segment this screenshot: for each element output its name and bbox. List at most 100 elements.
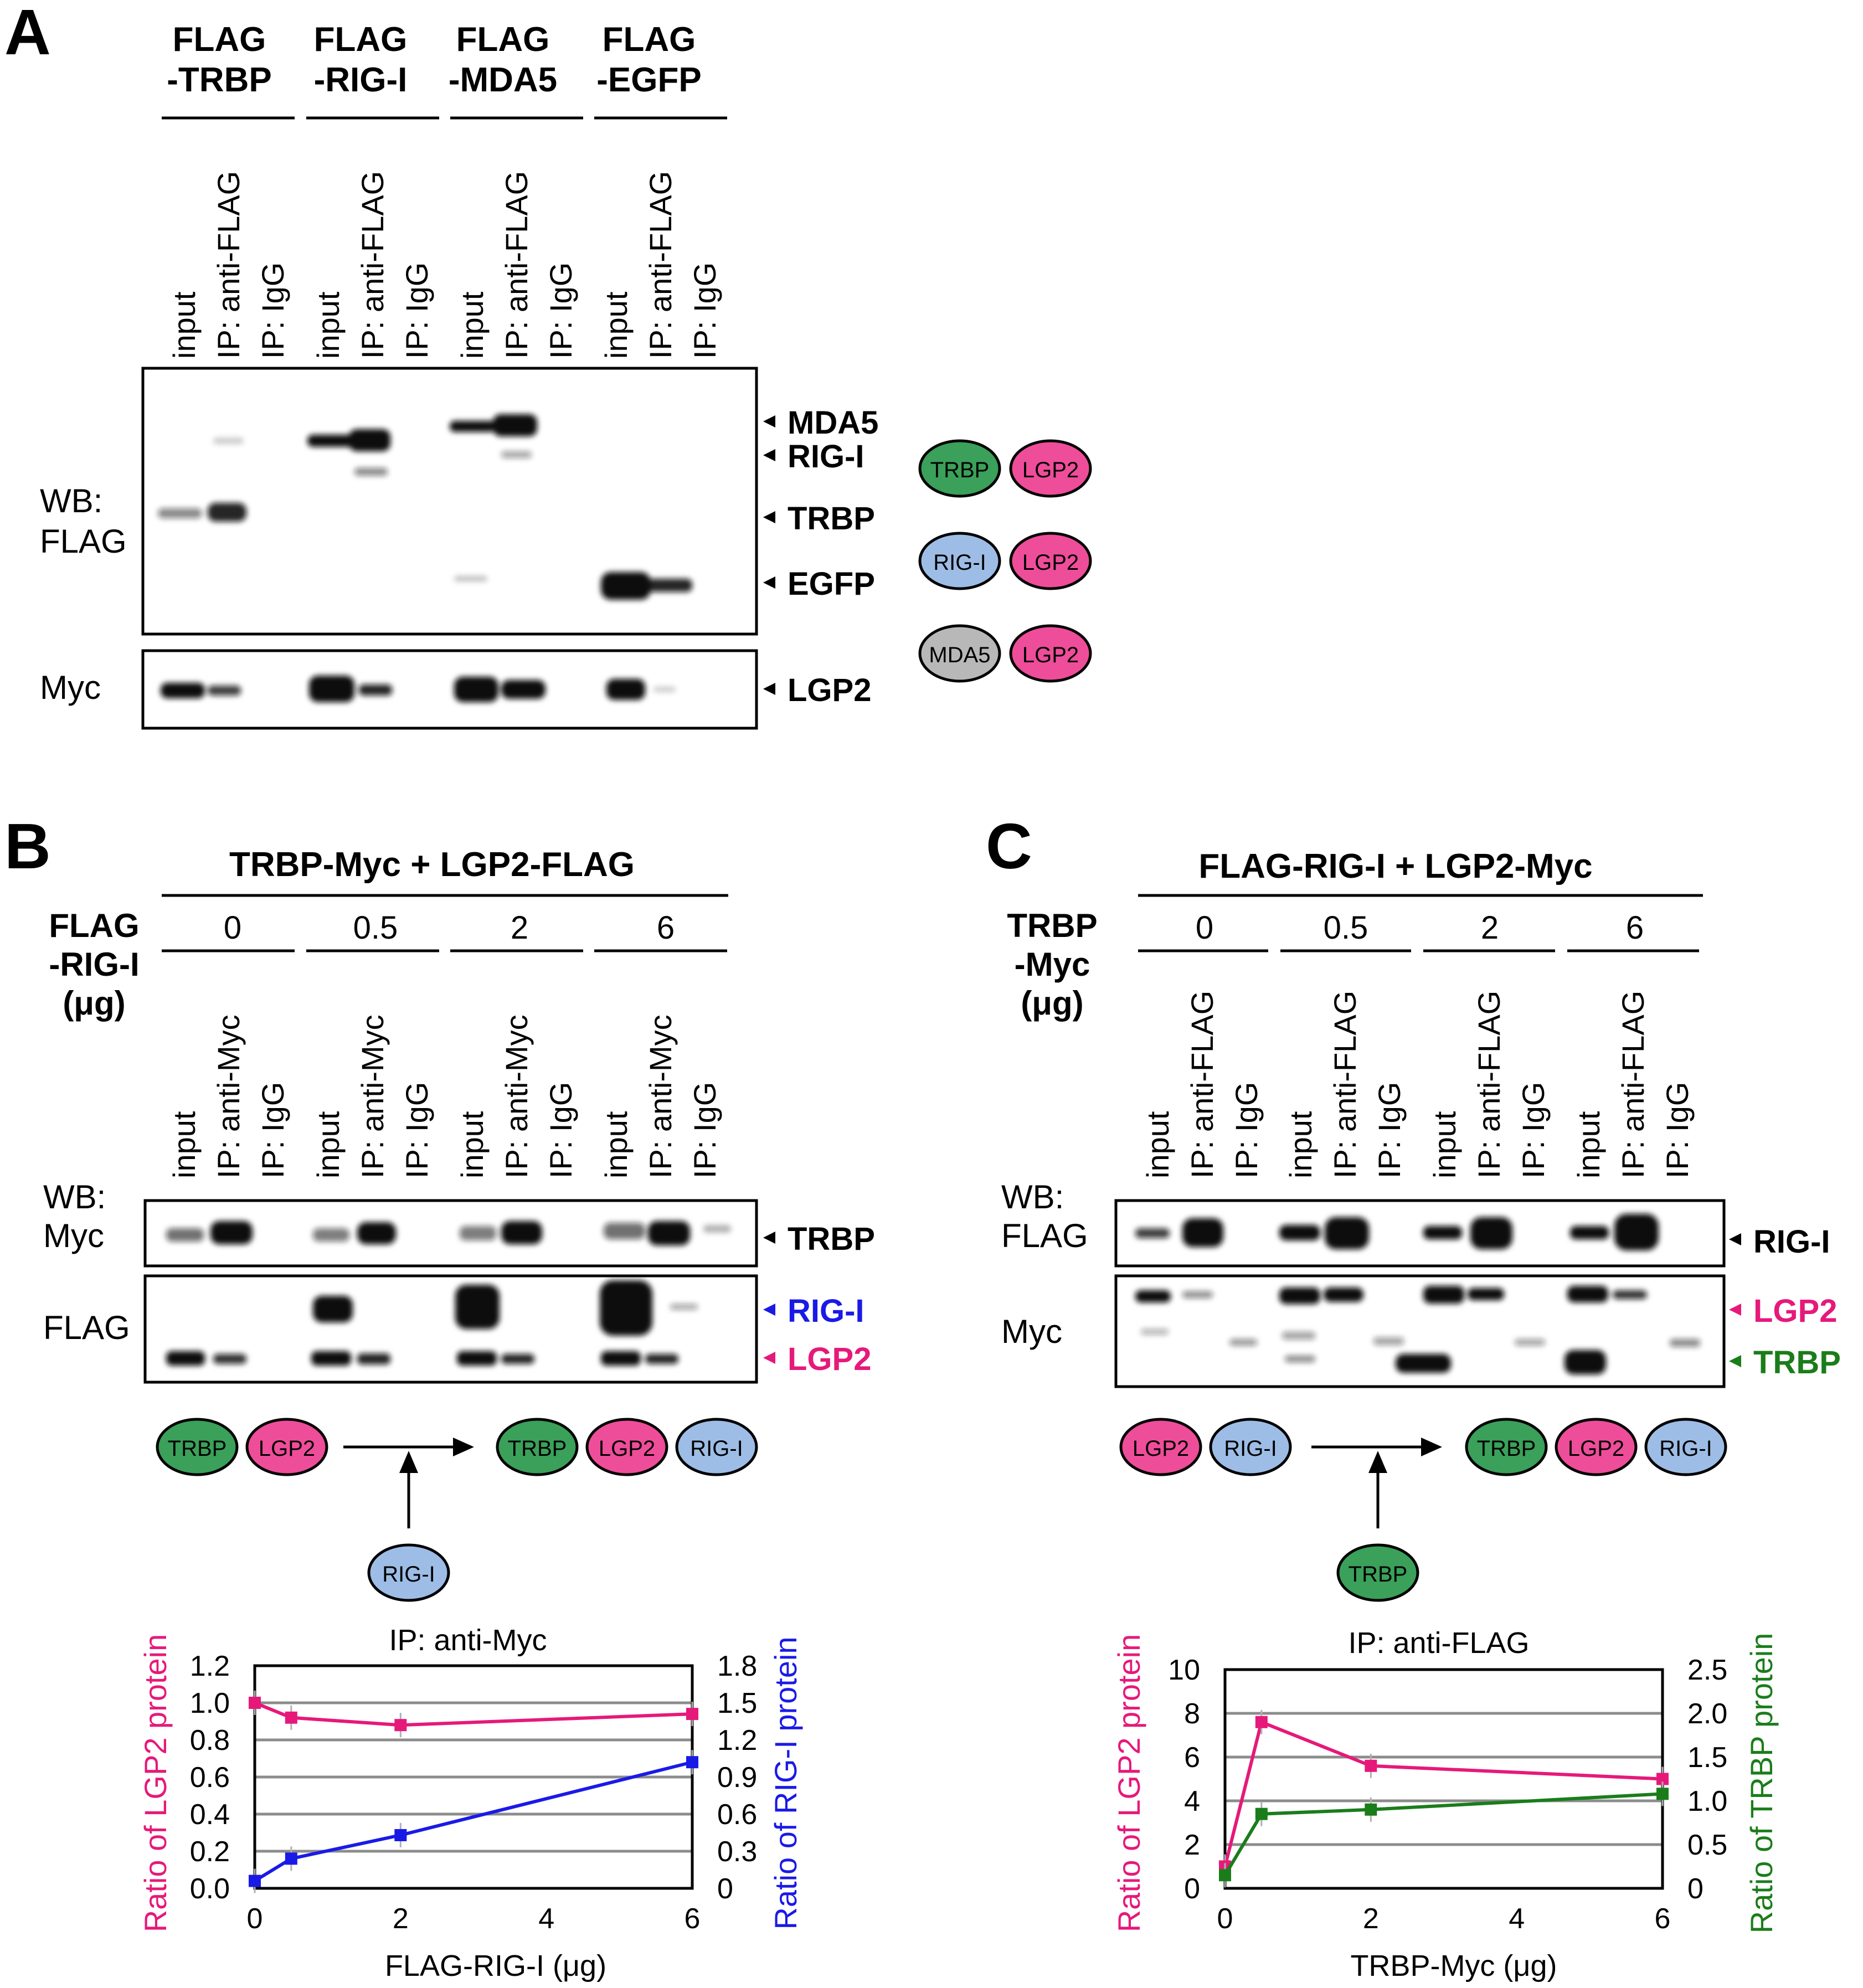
y-axis-label-right: Ratio of RIG-I protein bbox=[768, 1636, 803, 1929]
series-line bbox=[254, 1760, 693, 1883]
complex-trbp-lgp2: TRBP LGP2 bbox=[918, 439, 1092, 498]
lane-label: input bbox=[311, 291, 346, 359]
lane-label: IP: IgG bbox=[1516, 1082, 1551, 1178]
group-label: FLAG bbox=[173, 20, 266, 59]
scheme-label: LGP2 bbox=[1133, 1436, 1189, 1461]
wb-label: FLAG bbox=[1001, 1217, 1088, 1254]
complex-mda5-lgp2: MDA5 LGP2 bbox=[918, 624, 1092, 683]
group-label: FLAG bbox=[456, 20, 550, 59]
panel-b-lane-labels: input IP: anti-Myc IP: IgG input IP: ant… bbox=[167, 1014, 722, 1178]
complex-label: RIG-I bbox=[933, 550, 986, 575]
y-tick-label: 1.2 bbox=[190, 1650, 230, 1682]
scheme-label: RIG-I bbox=[1224, 1436, 1277, 1461]
panel-b-scheme: TRBP LGP2 RIG-I TRBP LGP2 RIG-I bbox=[156, 1418, 758, 1602]
data-point bbox=[686, 1708, 698, 1721]
lane-label: IP: anti-FLAG bbox=[1185, 991, 1219, 1178]
wb-label: WB: bbox=[1001, 1178, 1064, 1216]
scheme-label: TRBP bbox=[1477, 1436, 1536, 1461]
y2-tick-label: 1.5 bbox=[1687, 1742, 1727, 1774]
lane-label: input bbox=[455, 291, 490, 359]
panel-c-letter: C bbox=[986, 810, 1032, 882]
lane-label: IP: anti-FLAG bbox=[1615, 991, 1650, 1178]
scheme-label: TRBP bbox=[1349, 1562, 1408, 1587]
y2-tick-label: 2.5 bbox=[1687, 1654, 1727, 1686]
x-axis-label: FLAG-RIG-I (μg) bbox=[385, 1949, 606, 1982]
condition-label: -RIG-I bbox=[49, 946, 139, 983]
scheme-label: RIG-I bbox=[690, 1436, 743, 1461]
data-point bbox=[285, 1711, 297, 1724]
y-tick-label: 0.0 bbox=[190, 1873, 230, 1905]
lane-label: IP: IgG bbox=[399, 1082, 434, 1178]
lane-label: IP: anti-Myc bbox=[643, 1014, 678, 1178]
y-axis-label-left: Ratio of LGP2 protein bbox=[1111, 1634, 1146, 1933]
series-line bbox=[1223, 1792, 1663, 1876]
scheme-label: RIG-I bbox=[382, 1562, 435, 1587]
group-label: FLAG bbox=[603, 20, 696, 59]
lane-label: input bbox=[455, 1111, 490, 1178]
lane-label: input bbox=[311, 1111, 346, 1178]
panel-c-scheme: LGP2 RIG-I TRBP TRBP LGP2 RIG-I bbox=[1119, 1418, 1727, 1602]
panel-c-markers: RIG-I LGP2 TRBP bbox=[1729, 1224, 1841, 1381]
panel-b-letter: B bbox=[4, 810, 51, 882]
panel-a-lane-labels: input IP: anti-FLAG IP: IgG input IP: an… bbox=[167, 171, 722, 359]
panel-c: C FLAG-RIG-I + LGP2-Myc TRBP -Myc (μg) 0… bbox=[986, 810, 1841, 1982]
complex-rigi-lgp2: RIG-I LGP2 bbox=[918, 532, 1092, 590]
data-point bbox=[249, 1874, 261, 1887]
panel-c-header: FLAG-RIG-I + LGP2-Myc bbox=[1198, 847, 1592, 885]
condition-label: FLAG bbox=[49, 907, 139, 944]
data-point bbox=[394, 1719, 407, 1732]
marker-label: LGP2 bbox=[1753, 1293, 1838, 1329]
y-tick-label: 0.4 bbox=[190, 1799, 230, 1831]
complex-label: TRBP bbox=[930, 458, 990, 482]
complex-label: LGP2 bbox=[1022, 550, 1079, 575]
y-tick-label: 2 bbox=[1184, 1829, 1200, 1861]
marker-label: LGP2 bbox=[788, 1341, 872, 1377]
lane-label: IP: IgG bbox=[543, 1082, 578, 1178]
blot-c-myc bbox=[1114, 1274, 1726, 1388]
dose-label: 0 bbox=[1196, 910, 1213, 946]
y-tick-label: 10 bbox=[1168, 1654, 1200, 1686]
dose-label: 0 bbox=[224, 910, 241, 946]
marker-label: TRBP bbox=[788, 501, 875, 537]
marker-label: RIG-I bbox=[1753, 1224, 1830, 1260]
marker-label: TRBP bbox=[1753, 1345, 1841, 1381]
series-line bbox=[254, 1701, 693, 1727]
group-label: FLAG bbox=[314, 20, 408, 59]
y2-tick-label: 0.9 bbox=[717, 1762, 757, 1794]
condition-label: TRBP bbox=[1007, 907, 1097, 944]
y-tick-label: 4 bbox=[1184, 1785, 1200, 1817]
y-tick-label: 6 bbox=[1184, 1742, 1200, 1774]
panel-a-letter: A bbox=[4, 0, 51, 68]
dose-label: 2 bbox=[1481, 910, 1499, 946]
panel-b: B TRBP-Myc + LGP2-FLAG FLAG -RIG-I (μg) … bbox=[4, 810, 875, 1982]
lane-label: input bbox=[167, 1111, 202, 1178]
lane-label: IP: anti-FLAG bbox=[355, 171, 390, 359]
data-point bbox=[686, 1756, 698, 1769]
complex-label: LGP2 bbox=[1022, 458, 1079, 482]
lane-label: input bbox=[167, 291, 202, 359]
data-point bbox=[1365, 1803, 1377, 1816]
x-tick-label: 6 bbox=[1655, 1903, 1671, 1935]
panel-a-markers: MDA5 RIG-I TRBP EGFP LGP2 bbox=[763, 405, 878, 708]
group-label: -MDA5 bbox=[449, 61, 557, 99]
data-point bbox=[285, 1852, 297, 1865]
lane-label: IP: anti-FLAG bbox=[643, 171, 678, 359]
lane-label: IP: anti-FLAG bbox=[499, 171, 534, 359]
x-tick-label: 2 bbox=[1363, 1903, 1379, 1935]
chart-c: IP: anti-FLAG Ratio of LGP2 protein Rati… bbox=[1111, 1626, 1779, 1982]
data-point bbox=[1656, 1788, 1669, 1800]
lane-label: IP: IgG bbox=[255, 262, 290, 359]
scheme-label: TRBP bbox=[508, 1436, 567, 1461]
lane-label: input bbox=[599, 1111, 634, 1178]
blot-c-flag bbox=[1114, 1199, 1726, 1268]
panel-a: A FLAG -TRBP FLAG -RIG-I FLAG -MDA5 FLAG… bbox=[4, 0, 1092, 730]
data-point bbox=[1255, 1807, 1268, 1820]
lane-label: IP: IgG bbox=[1229, 1082, 1264, 1178]
lane-label: IP: anti-Myc bbox=[499, 1014, 534, 1178]
x-tick-label: 6 bbox=[685, 1903, 701, 1935]
group-label: -RIG-I bbox=[314, 61, 408, 99]
lane-label: IP: IgG bbox=[543, 262, 578, 359]
data-point bbox=[1365, 1759, 1377, 1772]
y2-tick-label: 1.8 bbox=[717, 1650, 757, 1682]
